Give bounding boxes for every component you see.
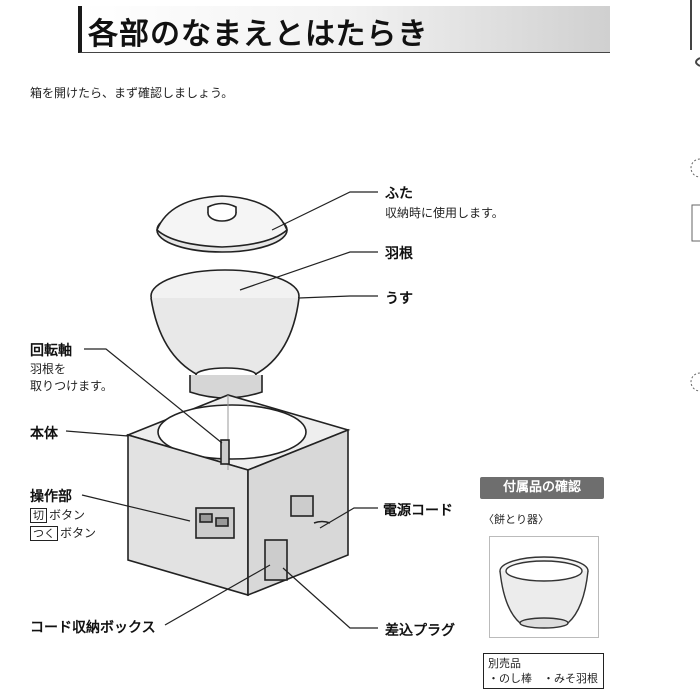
label-blade: 羽根 [385,246,413,262]
button-off-key: 切 [30,508,47,523]
bowl-body [150,297,300,376]
accessories-header: 付属品の確認 [480,477,604,499]
sold-separately-items: ・のし棒 ・みそ羽根 [488,672,598,685]
button-off-row: 切ボタン [30,506,85,523]
sold-separately-box: 別売品 ・のし棒 ・みそ羽根 [483,653,604,689]
handle [290,495,314,517]
accessory-item-label: 〈餅とり器〉 [483,513,549,526]
intro-text: 箱を開けたら、まず確認しましょう。 [30,86,234,100]
label-shaft: 回転軸 [30,343,72,359]
cord-box [264,539,288,581]
page-title-bar: 各部のなまえとはたらき [78,6,610,53]
button-make-text: ボタン [60,526,97,540]
label-lid: ふた [385,186,413,202]
label-plug: 差込プラグ [385,623,455,639]
bowl-base [189,375,263,399]
shaft [220,439,230,465]
lid-note: 収納時に使用します。 [385,206,504,220]
label-power-cord: 電源コード [383,503,453,519]
rice-scoop-container-drawing [499,556,589,629]
adjacent-page-edge [690,0,700,392]
shaft-note-2: 取りつけます。 [30,379,113,393]
label-body: 本体 [30,426,58,442]
button-off-text: ボタン [49,508,86,522]
button-make-key: つく [30,526,58,541]
label-bowl: うす [385,291,413,307]
page-title: 各部のなまえとはたらき [88,17,429,52]
label-cord-box: コード収納ボックス [30,620,156,636]
button-make-row: つくボタン [30,524,96,541]
sold-separately-title: 別売品 [488,657,521,670]
shaft-note-1: 羽根を [30,362,67,376]
label-controls: 操作部 [30,489,72,505]
accessory-photo [489,536,599,638]
